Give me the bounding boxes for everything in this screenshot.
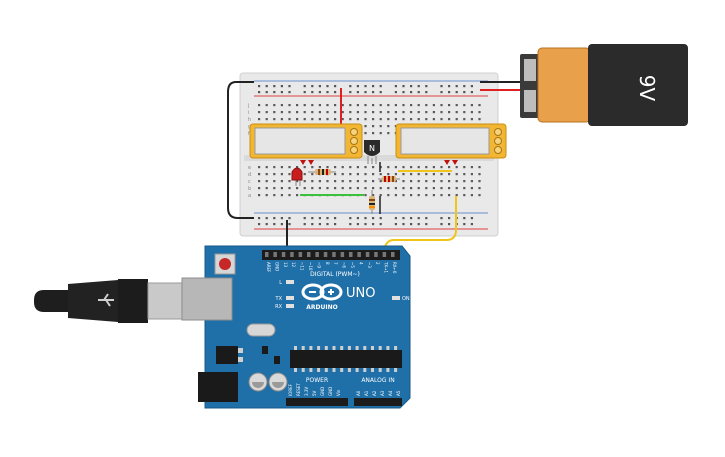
voltage-regulator [216,346,238,364]
power-pin-label: RESET [296,383,301,396]
digital-pwm-label: DIGITAL (PWM~) [310,271,360,278]
resistor-horizontal-2[interactable] [378,176,400,182]
digital-pin-label: ~10 [308,262,313,271]
transistor-label: N [369,144,375,153]
digital-pin-label: ~5 [350,262,355,268]
digital-pin-label: RX←0 [392,262,397,274]
usb-icon [98,293,114,307]
analog-in-label: ANALOG IN [361,377,394,384]
led-l-label: L [279,280,282,286]
digital-pin-label: 12 [291,262,296,268]
led-on-label: ON [402,296,410,302]
analog-pin-label: A2 [372,390,377,396]
row-letter: b [248,186,251,192]
power-pin-label: 3.3V [304,387,309,396]
arduino-logo-icon [301,283,343,301]
digital-pin-label: 8 [325,262,330,265]
row-letter: a [248,193,251,199]
digital-pin-label: ~3 [367,262,372,268]
atmega-chip [290,346,402,372]
led-rx-label: RX [275,304,282,310]
power-pin-label: 5V [312,390,317,396]
usb-b-port[interactable] [181,277,233,321]
digital-pin-label: ~9 [316,262,321,268]
power-pin-label: Vin [336,389,341,396]
black-wire-left-loop[interactable] [227,81,254,219]
analog-pin-label: A4 [388,390,393,396]
usb-cable[interactable] [34,279,185,323]
crystal-oscillator [246,323,276,337]
digital-pin-label: 4 [358,262,363,265]
dc-power-jack[interactable] [198,372,238,402]
digital-pin-header[interactable] [262,250,400,260]
resistor-horizontal-1[interactable] [308,169,336,175]
digital-pin-label: 7 [333,262,338,265]
digital-pin-label: TX→1 [384,261,389,274]
reset-button[interactable] [214,253,236,275]
digital-pin-label: AREF [266,262,271,273]
relay-module-right[interactable] [395,123,507,165]
row-letter: d [248,172,251,178]
row-letter: i [248,110,249,116]
power-pin-label: GND [328,387,333,396]
digital-pin-label: ~6 [342,262,347,268]
digital-pin-label: 2 [375,262,380,265]
top-power-rail[interactable] [258,85,473,94]
row-letter: c [248,179,251,185]
analog-pin-label: A0 [356,390,361,396]
analog-pin-label: A5 [396,390,401,396]
power-label: POWER [306,377,328,384]
led-tx-label: TX [275,296,283,302]
npn-transistor[interactable]: N [364,140,380,164]
power-pin-label: IOREF [288,383,293,396]
battery-label: 9V [635,75,659,102]
digital-pin-label: ~11 [300,262,305,271]
power-pin-label: GND [320,387,325,396]
row-letter: f [248,131,250,137]
red-led[interactable] [291,167,303,186]
relay-module-left[interactable] [249,123,363,165]
arduino-logo-text: ARDUINO [306,304,337,311]
digital-pin-label: GND [274,262,279,271]
row-letter: h [248,117,251,123]
board-model: UNO [346,286,375,301]
resistor-vertical[interactable] [369,190,375,214]
power-pin-header[interactable] [286,398,348,406]
digital-pin-label: 13 [283,262,288,268]
analog-pin-label: A1 [364,390,369,396]
row-letter: j [247,103,249,109]
battery-9v[interactable]: 9V [520,44,688,126]
analog-pin-label: A3 [380,390,385,396]
row-letter: e [248,165,251,171]
analog-pin-header[interactable] [354,398,402,406]
onboard-leds: L TX RX ON [275,280,410,310]
